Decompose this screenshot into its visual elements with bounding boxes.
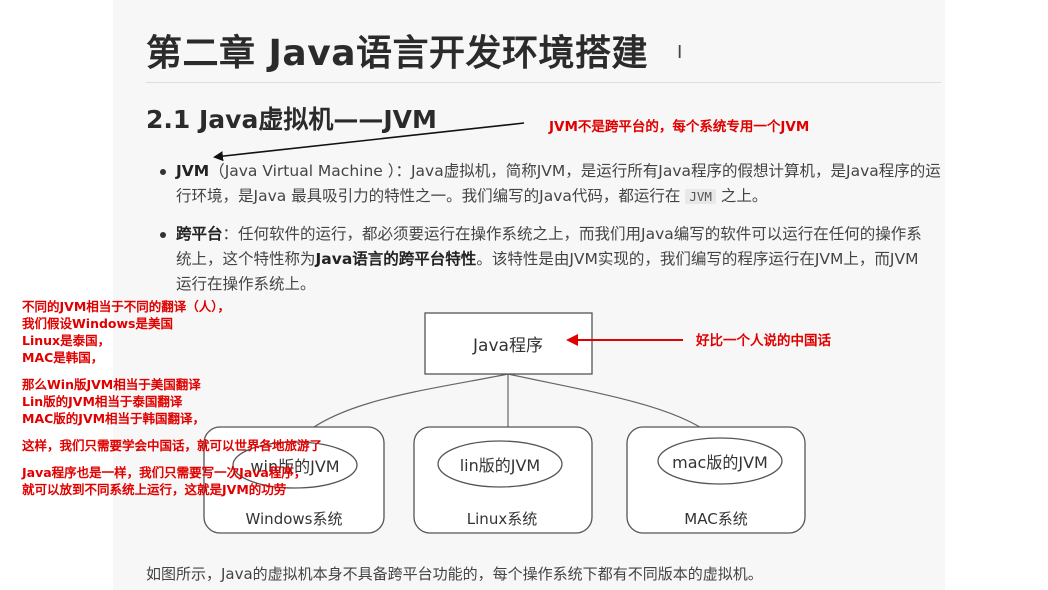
windows-os-label: Windows系统	[246, 510, 343, 528]
annotation-line: 不同的JVM相当于不同的翻译（人），	[22, 299, 231, 314]
mac-jvm-ellipse	[657, 437, 783, 485]
annotation-line: 就可以放到不同系统上运行，这就是JVM的功劳	[22, 482, 287, 497]
java-program-label: Java程序	[472, 336, 543, 356]
bullet-cross-platform: 跨平台：任何软件的运行，都必须要运行在操作系统之上，而我们用Java编写的软件可…	[176, 222, 946, 297]
bullet-dot	[160, 169, 166, 175]
chapter-title: 第二章 Java语言开发环境搭建	[146, 33, 648, 74]
bullet-jvm: JVM（Java Virtual Machine ）：Java虚拟机，简称JVM…	[176, 159, 946, 209]
text-cursor-icon: I	[677, 42, 683, 63]
lin-jvm-ellipse	[437, 440, 563, 488]
annotation-line: 那么Win版JVM相当于美国翻译	[22, 377, 201, 392]
cross-text-line3: 运行在操作系统上。	[176, 275, 316, 293]
lin-jvm-label: lin版的JVM	[460, 456, 541, 475]
jvm-text-line1: （Java Virtual Machine ）：Java虚拟机，简称JVM，是运…	[209, 162, 941, 180]
cross-text-line2-end: 。该特性是由JVM实现的，我们编写的程序运行在JVM上，而JVM	[476, 250, 919, 268]
annotation-line: 这样，我们只需要学会中国话，就可以世界各地旅游了	[22, 438, 323, 453]
cross-text-line2: 统上，这个特性称为	[176, 250, 316, 268]
program-note: 好比一个人说的中国话	[696, 333, 831, 349]
inline-code: JVM	[685, 189, 716, 204]
mac-jvm-label: mac版的JVM	[672, 453, 768, 472]
win-jvm-label: win版的JVM	[250, 457, 339, 476]
jvm-note-arrow	[213, 122, 525, 162]
jvm-text-line2-end: 之上。	[720, 187, 768, 205]
term-jvm: JVM	[176, 162, 210, 180]
annotation-line: 我们假设Windows是美国	[22, 316, 173, 331]
jvm-text-line2: 行环境，是Java 最具吸引力的特性之一。我们编写的Java代码，都运行在	[176, 187, 681, 205]
win-jvm-ellipse	[232, 441, 358, 489]
annotation-line: MAC版的JVM相当于韩国翻译，	[22, 411, 206, 426]
annotation-line: Java程序也是一样，我们只需要写一次Java程序，	[22, 465, 307, 480]
section-title: 2.1 Java虚拟机——JVM	[146, 105, 437, 134]
diagram-caption: 如图所示，Java的虚拟机本身不具备跨平台功能的，每个操作系统下都有不同版本的虚…	[146, 565, 763, 583]
mac-os-label: MAC系统	[684, 510, 747, 528]
annotation-line: Linux是泰国，	[22, 333, 111, 348]
annotation-line: Lin版的JVM相当于泰国翻译	[22, 394, 183, 409]
cross-text-line1: ：任何软件的运行，都必须要运行在操作系统之上，而我们用Java编写的软件可以运行…	[222, 225, 922, 243]
annotation-line: MAC是韩国，	[22, 350, 104, 365]
bullet-dot	[160, 232, 166, 238]
title-divider	[146, 82, 941, 83]
jvm-note: JVM不是跨平台的，每个系统专用一个JVM	[549, 119, 810, 135]
linux-os-label: Linux系统	[467, 510, 537, 528]
left-annotation: 不同的JVM相当于不同的翻译（人）， 我们假设Windows是美国 Linux是…	[22, 298, 422, 498]
term-cross-platform: 跨平台	[176, 225, 223, 243]
cross-bold-phrase: Java语言的跨平台特性	[315, 250, 477, 268]
java-program-box	[424, 312, 593, 375]
